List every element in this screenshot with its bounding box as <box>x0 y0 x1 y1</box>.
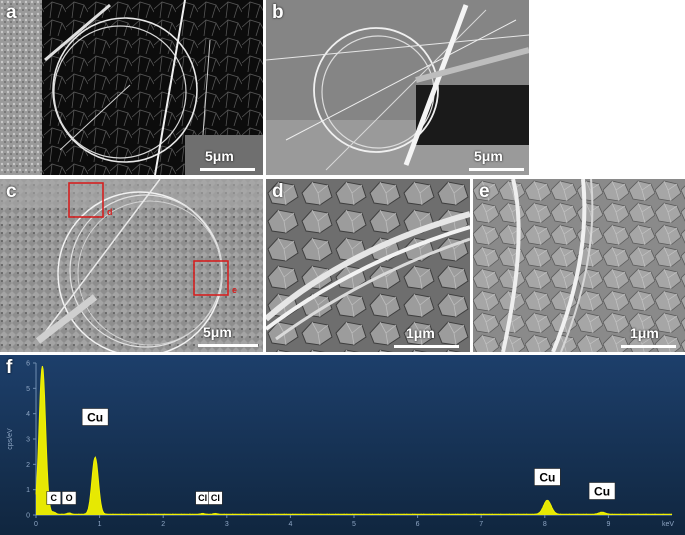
y-tick-label: 2 <box>26 462 30 469</box>
y-tick-label: 6 <box>26 361 30 368</box>
peak-annotation: Cl <box>208 491 223 505</box>
inset-box-e <box>193 260 229 296</box>
peak-annotation: O <box>61 491 77 505</box>
peak-annotation: Cl <box>195 491 210 505</box>
scale-bar-label-d: 1μm <box>406 325 435 341</box>
peak-annotation-label: Cu <box>87 410 103 424</box>
peak-annotation-box <box>81 408 109 426</box>
peak-annotation: Cu <box>588 482 616 500</box>
scale-bar-a <box>200 168 255 171</box>
peak-annotation-box <box>588 482 616 500</box>
peak-annotation-label: Cl <box>211 493 220 503</box>
scale-bar-label-c: 5μm <box>203 324 232 340</box>
inset-box-label-e: e <box>232 285 237 295</box>
sem-panel-a: a 5μm <box>0 0 263 175</box>
panel-label-f: f <box>6 357 13 378</box>
scale-bar-d <box>394 345 459 348</box>
x-tick-label: 7 <box>479 521 483 528</box>
y-tick-label: 1 <box>26 487 30 494</box>
peak-annotation-label: C <box>51 493 58 503</box>
scale-bar-c <box>198 344 258 347</box>
x-tick-label: 9 <box>606 521 610 528</box>
sem-image-d <box>266 179 470 352</box>
spectrum-line <box>35 365 673 516</box>
peak-annotation-box <box>534 468 561 486</box>
sem-panel-d: d 1μm <box>266 179 470 352</box>
peak-annotation-box <box>61 491 77 505</box>
x-tick-label: 8 <box>543 521 547 528</box>
peak-annotation-label: Cl <box>198 493 207 503</box>
x-tick-label: 1 <box>98 521 102 528</box>
sem-image-a <box>0 0 263 175</box>
peak-annotation: Cu <box>534 468 561 486</box>
y-tick-label: 3 <box>26 437 30 444</box>
panel-label-b: b <box>272 2 284 23</box>
y-tick-label: 5 <box>26 386 30 393</box>
scale-bar-label-a: 5μm <box>205 148 234 164</box>
scale-bar-label-b: 5μm <box>474 148 503 164</box>
peak-annotation-label: Cu <box>539 470 555 484</box>
sem-image-e <box>473 179 685 352</box>
x-tick-label: 0 <box>34 521 38 528</box>
scale-bar-e <box>621 345 676 348</box>
panel-label-d: d <box>272 181 284 202</box>
x-tick-label: 5 <box>352 521 356 528</box>
x-tick-label: 2 <box>161 521 165 528</box>
y-tick-label: 4 <box>26 411 30 418</box>
peak-annotation: Cu <box>81 408 109 426</box>
peak-annotation-label: O <box>66 493 73 503</box>
inset-box-label-d: d <box>107 207 113 217</box>
scale-bar-label-e: 1μm <box>630 325 659 341</box>
peak-annotation-label: Cu <box>594 484 610 498</box>
x-tick-label: 6 <box>416 521 420 528</box>
x-tick-label: 3 <box>225 521 229 528</box>
sem-image-c: d e <box>0 179 263 352</box>
spectrum-area <box>36 366 672 515</box>
scale-bar-b <box>469 168 524 171</box>
peak-annotation-box <box>46 491 62 505</box>
x-axis-label: keV <box>662 521 674 528</box>
chart-background <box>0 355 685 535</box>
y-axis-label: cps/eV <box>7 428 14 450</box>
peak-annotation-box <box>208 491 223 505</box>
sem-panel-c: d e c 5μm <box>0 179 263 352</box>
y-tick-label: 0 <box>26 513 30 520</box>
sem-panel-e: e 1μm <box>473 179 685 352</box>
panel-label-a: a <box>6 2 17 23</box>
panel-label-e: e <box>479 181 490 202</box>
panel-label-c: c <box>6 181 17 202</box>
sem-image-b <box>266 0 529 175</box>
inset-box-d <box>68 182 104 218</box>
peak-annotation: C <box>46 491 62 505</box>
x-tick-label: 4 <box>288 521 292 528</box>
sem-panel-b: b 5μm <box>266 0 529 175</box>
